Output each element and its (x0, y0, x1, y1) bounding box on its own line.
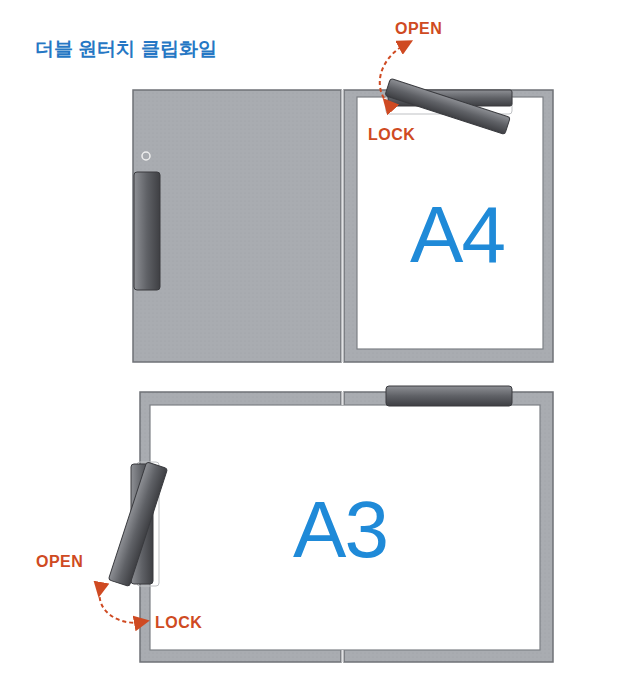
open-label: OPEN (395, 20, 442, 38)
paper-sheet: A3 (240, 470, 440, 590)
size-label: A3 (293, 490, 387, 570)
diagram-title: 더블 원터치 클립화일 (35, 36, 217, 62)
lock-label: LOCK (155, 614, 202, 632)
lock-label: LOCK (368, 126, 415, 144)
paper-sheet: A4 (372, 180, 542, 290)
a4-folder (133, 44, 553, 362)
open-label: OPEN (36, 553, 83, 571)
a3-folder (100, 386, 553, 662)
size-label: A4 (410, 195, 504, 275)
